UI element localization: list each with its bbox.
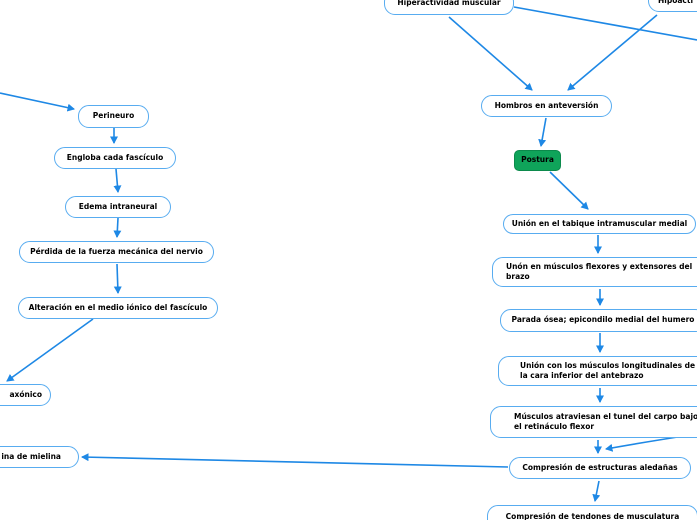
node-label: Hipoacti <box>658 0 694 5</box>
node-hombros-en-anteversion[interactable]: Hombros en anteversión <box>481 95 612 117</box>
edge-edema-to-perdida <box>113 217 122 238</box>
node-label: Compresión de estructuras aledañas <box>522 462 678 472</box>
node-label: Hiperactividad muscular <box>397 0 501 7</box>
node-label: Alteración en el medio iónico del fascíc… <box>28 302 208 312</box>
node-label: Parada ósea; epicondilo medial del humer… <box>511 315 695 325</box>
edge-postura-to-union-tabique <box>549 171 589 210</box>
node-musculos-atraviesan-tunel[interactable]: Músculos atraviesan el tunel del carpo b… <box>490 406 697 438</box>
node-edema-intraneural[interactable]: Edema intraneural <box>65 196 171 218</box>
edge-compresion-to-tendones <box>592 480 601 502</box>
node-postura[interactable]: Postura <box>514 150 561 171</box>
node-vaina-mielina-clipped[interactable]: ina de mielina <box>0 446 79 468</box>
node-alteracion-medio-ionico[interactable]: Alteración en el medio iónico del fascíc… <box>18 297 218 319</box>
edge-hiperactividad-to-hombros <box>448 16 533 91</box>
node-unon-musculos-flexores[interactable]: Unón en músculos flexores y extensores d… <box>492 257 697 287</box>
node-label: Engloba cada fascículo <box>66 152 164 162</box>
node-union-musculos-longitudinales[interactable]: Unión con los músculos longitudinales de… <box>498 356 697 386</box>
node-compresion-estructuras[interactable]: Compresión de estructuras aledañas <box>509 457 691 479</box>
edge-alteracion-to-axonico <box>6 318 94 382</box>
node-axonico-clipped[interactable]: axónico <box>0 384 51 406</box>
node-label: Hombros en anteversión <box>494 100 599 110</box>
node-hiperactividad-muscular[interactable]: Hiperactividad muscular <box>384 0 514 15</box>
edge-perdida-to-alteracion <box>113 263 122 294</box>
node-label: Músculos atraviesan el tunel del carpo b… <box>514 411 697 431</box>
node-hipoactividad-clipped[interactable]: Hipoacti <box>648 0 697 12</box>
node-label: ina de mielina <box>1 451 61 461</box>
edge-engloba-to-edema <box>113 168 122 193</box>
node-parada-osea[interactable]: Parada ósea; epicondilo medial del humer… <box>500 309 697 332</box>
node-label: Edema intraneural <box>78 201 158 211</box>
edge-hombros-to-postura <box>538 117 547 147</box>
node-label: Unión con los músculos longitudinales de… <box>520 360 696 380</box>
node-label: Unón en músculos flexores y extensores d… <box>506 261 693 281</box>
node-label: Unión en el tabique intramuscular medial <box>511 218 688 228</box>
node-engloba-cada-fasciculo[interactable]: Engloba cada fascículo <box>54 147 176 169</box>
node-label: Perineuro <box>92 111 135 121</box>
node-union-tabique-intramuscular[interactable]: Unión en el tabique intramuscular medial <box>503 214 696 234</box>
node-label: Compresión de tendones de musculatura <box>505 512 680 520</box>
edge-hipoactividad-to-hombros <box>567 14 658 91</box>
node-perdida-fuerza-mecanica[interactable]: Pérdida de la fuerza mecánica del nervio <box>19 241 214 263</box>
node-label: axónico <box>9 389 42 399</box>
node-perineuro[interactable]: Perineuro <box>78 105 149 128</box>
node-label: Pérdida de la fuerza mecánica del nervio <box>30 246 203 256</box>
node-label: Postura <box>521 155 554 165</box>
node-compresion-tendones-clipped[interactable]: Compresión de tendones de musculatura <box>487 505 697 520</box>
edge-compresion-to-mielina <box>81 453 509 468</box>
edge-offscreen-left-to-perineuro <box>0 92 75 112</box>
